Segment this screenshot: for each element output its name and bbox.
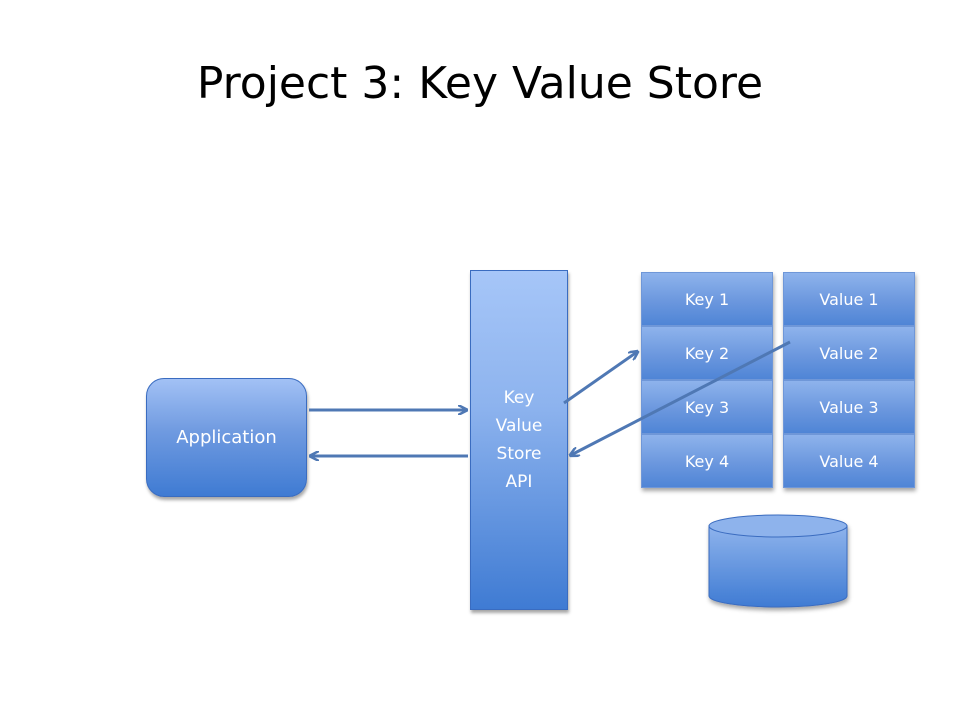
database-icon <box>708 514 848 608</box>
key-cell: Key 4 <box>641 434 773 488</box>
kv-store-api-label: Key Value Store API <box>495 388 543 492</box>
value-cell: Value 1 <box>783 272 915 326</box>
key-label: Key 4 <box>684 451 730 471</box>
values-column: Value 1 Value 2 Value 3 Value 4 <box>783 272 915 488</box>
key-cell: Key 2 <box>641 326 773 380</box>
key-cell: Key 3 <box>641 380 773 434</box>
value-label: Value 3 <box>819 397 879 417</box>
slide-title: Project 3: Key Value Store <box>196 58 764 109</box>
value-label: Value 4 <box>819 451 879 471</box>
application-box: Application <box>146 378 307 497</box>
value-cell: Value 2 <box>783 326 915 380</box>
keys-column: Key 1 Key 2 Key 3 Key 4 <box>641 272 773 488</box>
value-cell: Value 4 <box>783 434 915 488</box>
value-label: Value 2 <box>819 343 879 363</box>
api-to-key-arrow <box>563 352 637 405</box>
key-cell: Key 1 <box>641 272 773 326</box>
key-label: Key 2 <box>684 343 730 363</box>
key-label: Key 1 <box>684 289 730 309</box>
key-label: Key 3 <box>684 397 730 417</box>
value-label: Value 1 <box>819 289 879 309</box>
value-cell: Value 3 <box>783 380 915 434</box>
application-label: Application <box>176 427 277 448</box>
kv-store-api-box: Key Value Store API <box>470 270 568 610</box>
